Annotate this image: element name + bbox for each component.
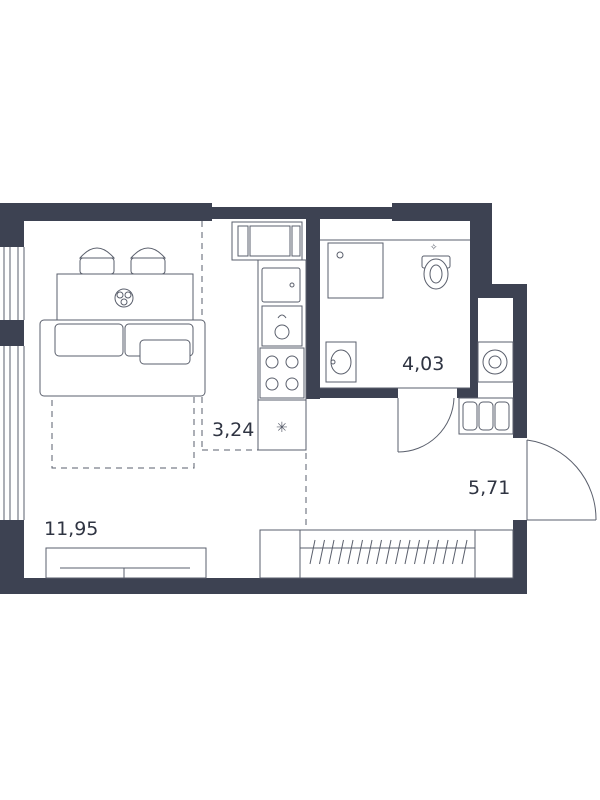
wall-right-bottom: [513, 520, 527, 594]
washbasin: [325, 341, 357, 383]
hanger: [366, 539, 373, 565]
hanger: [414, 539, 420, 565]
rug: [51, 395, 195, 469]
dining-chair: [78, 247, 116, 275]
kitchen-sink: [261, 267, 301, 303]
hanger: [395, 539, 401, 565]
hanger: [385, 539, 392, 565]
wall-right-lower: [513, 284, 527, 438]
area-label-living-room: 11,95: [44, 518, 98, 540]
area-label-hallway: 5,71: [468, 477, 510, 499]
window-left-lower: [3, 346, 25, 520]
hanger: [309, 539, 316, 565]
exterior-walls: [0, 203, 527, 594]
bath-wall-bottom-right: [457, 388, 477, 398]
toilet: ✧: [421, 243, 451, 290]
bath-wall-left: [306, 219, 320, 399]
stove: [259, 347, 305, 399]
fridge: ✳: [257, 399, 307, 451]
wall-top-mid: [212, 207, 392, 219]
kitchen-cabinet-top: [231, 221, 303, 261]
hanger: [338, 539, 344, 565]
bath-wall-bottom-left: [306, 388, 398, 398]
hanger: [328, 539, 335, 565]
svg-text:✳: ✳: [276, 420, 288, 436]
washing-machine: [477, 341, 514, 383]
bath-wall-right: [470, 219, 478, 399]
hanger: [461, 539, 468, 565]
hanger: [319, 539, 325, 565]
wall-top-left: [0, 203, 212, 221]
entrance-door: [526, 439, 597, 521]
hanger: [423, 539, 430, 565]
hanger: [357, 539, 363, 565]
wall-bottom: [0, 578, 527, 594]
tv-stand: [45, 547, 207, 579]
shoe-cabinet: [458, 397, 514, 435]
dining-chair: [129, 247, 167, 275]
hanger: [347, 539, 354, 565]
wardrobe: [259, 529, 514, 579]
hanger: [376, 539, 382, 565]
inner-walls: [306, 219, 478, 399]
area-label-bathroom: 4,03: [402, 353, 444, 375]
bathroom-door: [397, 397, 455, 453]
window-left-upper: [3, 247, 25, 320]
svg-text:✧: ✧: [430, 243, 438, 253]
wall-right-upper: [477, 203, 492, 295]
shower-tray: [327, 242, 384, 299]
area-label-kitchen: 3,24: [212, 419, 254, 441]
wall-left-top: [0, 203, 24, 247]
wardrobe-hangers: [309, 539, 468, 565]
hanger: [404, 539, 411, 565]
sofa: [39, 319, 206, 397]
wall-top-right: [392, 203, 492, 221]
wall-left-bottom: [0, 520, 24, 594]
wall-left-mid: [0, 320, 24, 346]
hanger: [452, 539, 458, 565]
hanger: [433, 539, 439, 565]
hanger: [442, 539, 449, 565]
dishwasher: [261, 305, 303, 347]
windows: [3, 247, 25, 520]
plant-icon: [114, 288, 134, 308]
